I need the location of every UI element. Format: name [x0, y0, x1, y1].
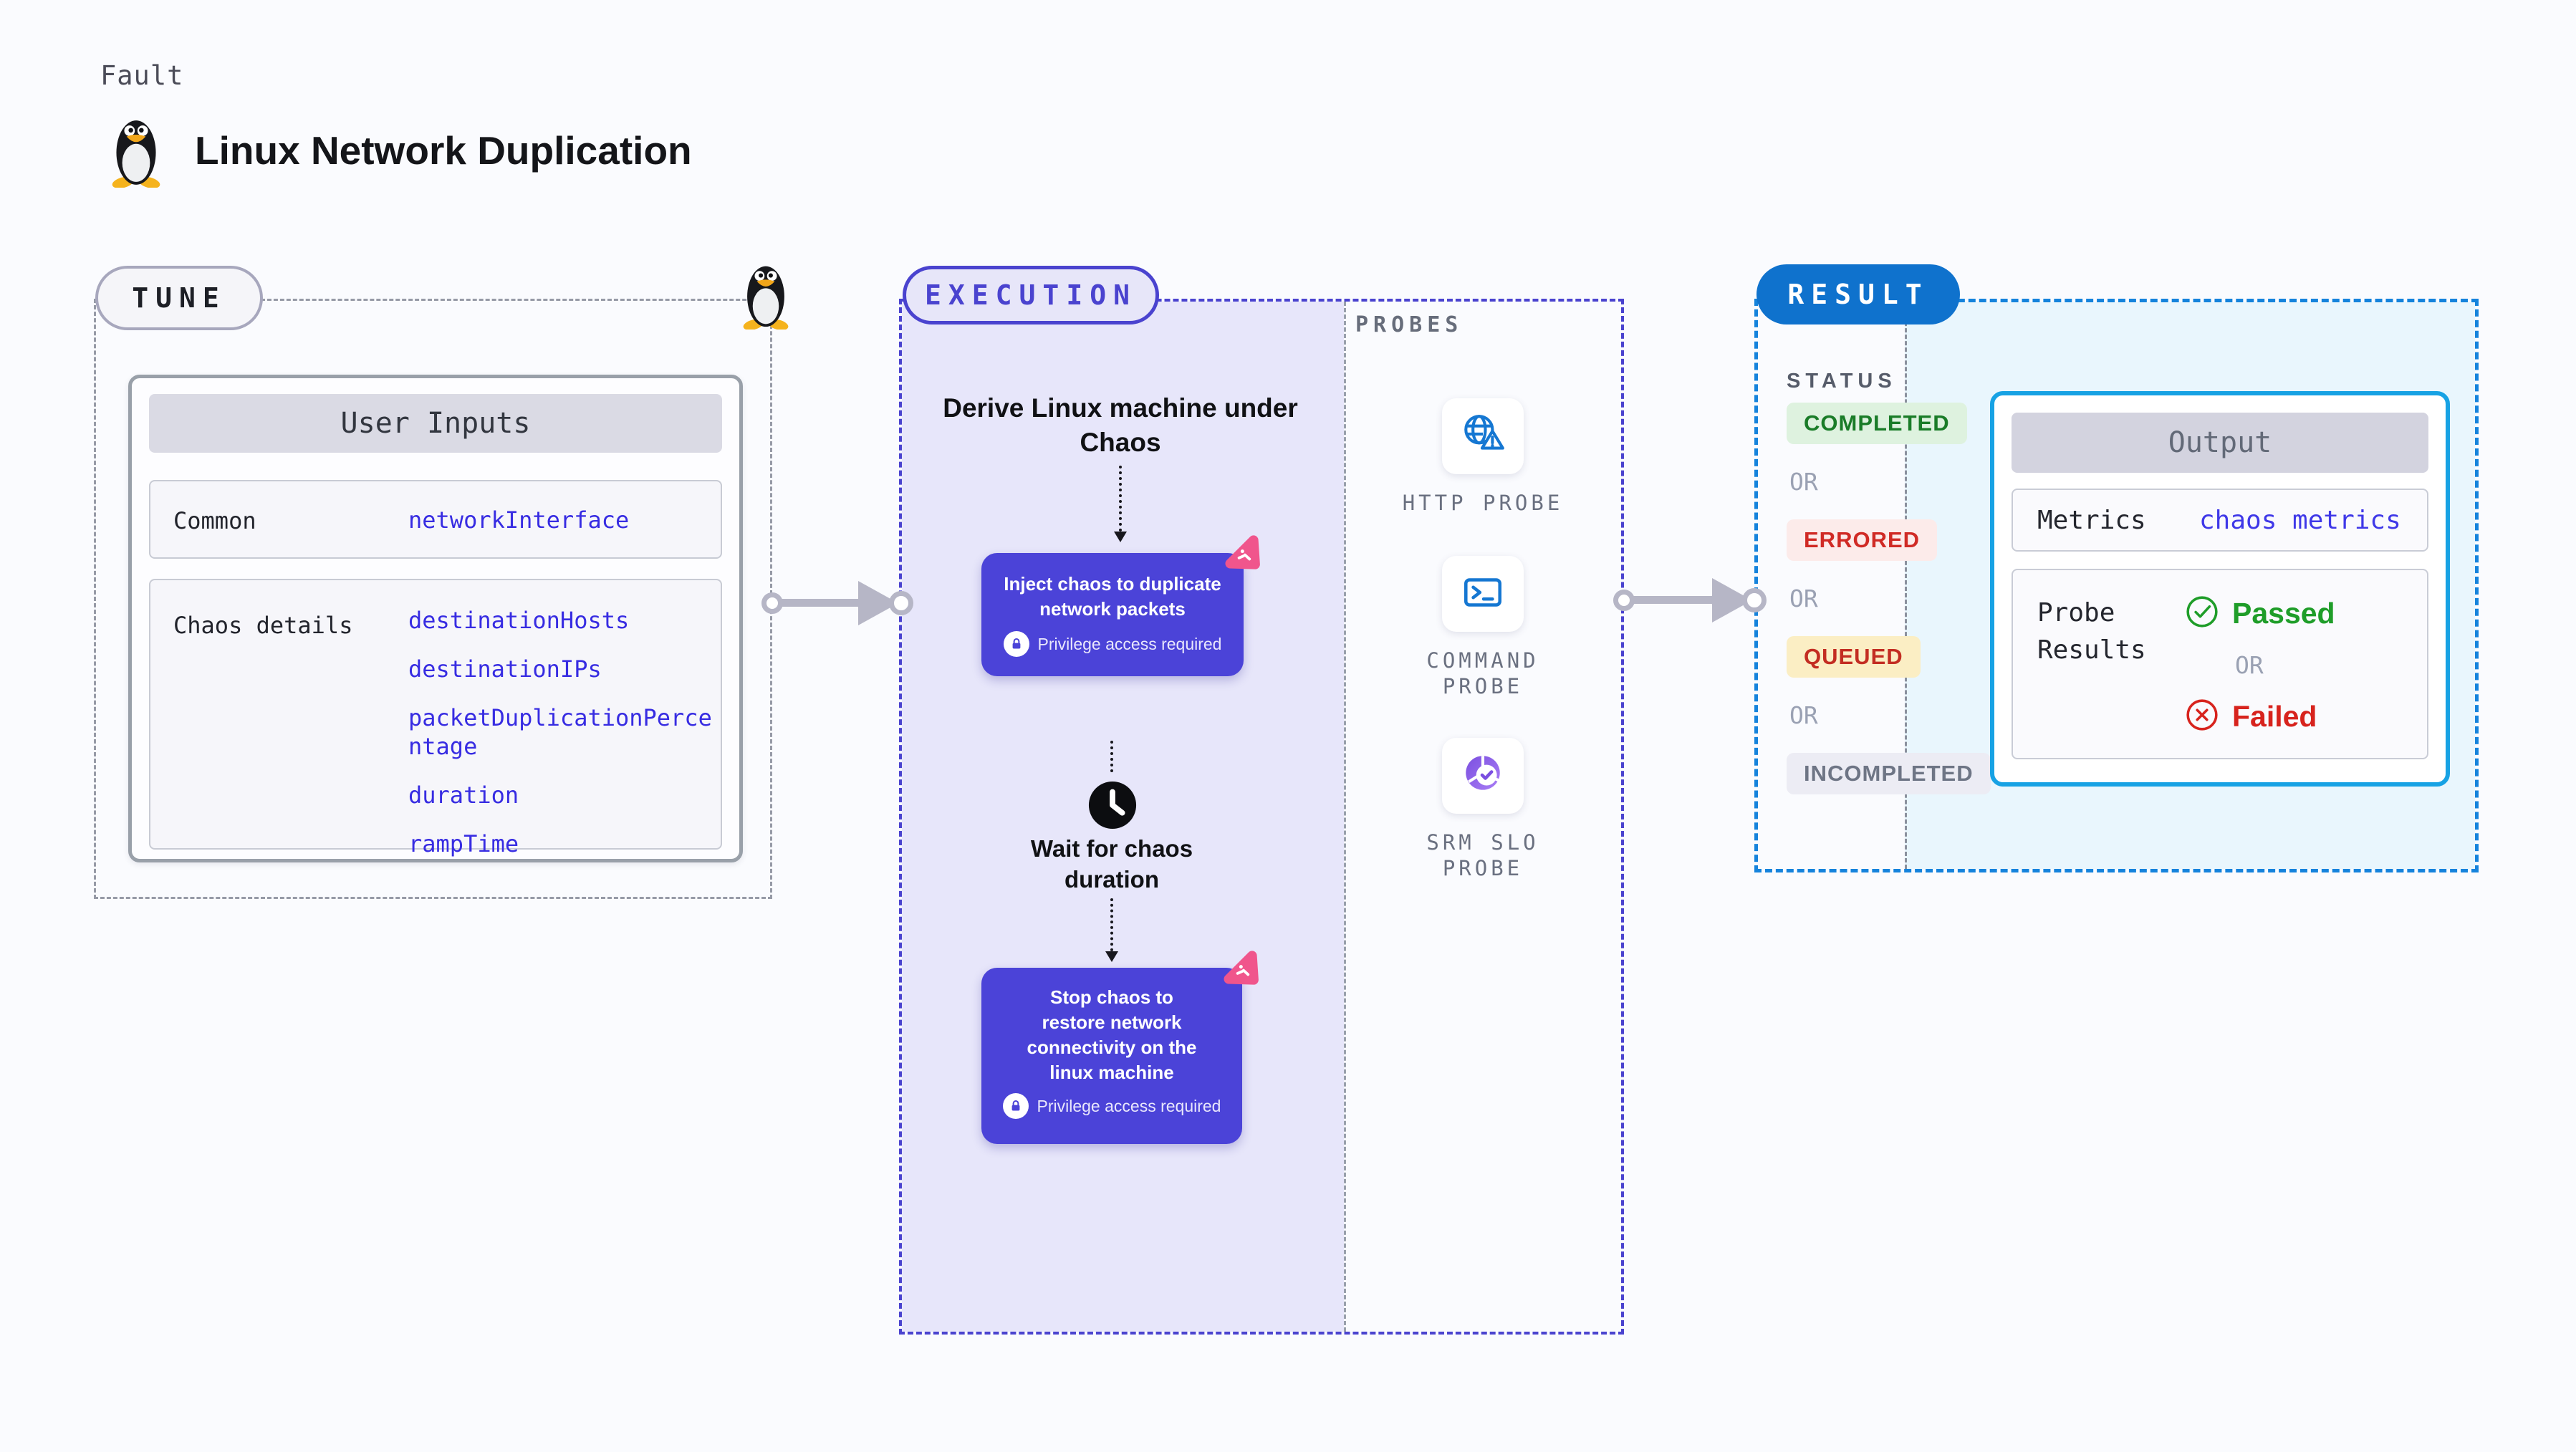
tune-penguin-icon	[738, 261, 794, 333]
or-separator: OR	[2235, 651, 2264, 679]
flow-arrowhead	[1114, 532, 1127, 542]
user-inputs-header: User Inputs	[149, 394, 722, 453]
probe-results-values: Passed OR Failed	[2185, 595, 2335, 736]
flow-arrow-down	[1110, 741, 1113, 772]
row-values: networkInterface	[408, 506, 712, 534]
execution-badge: EXECUTION	[903, 266, 1159, 324]
probe-results-row: Probe Results Passed OR	[2012, 569, 2428, 759]
or-separator: OR	[1789, 585, 1818, 612]
http-probe-icon	[1459, 411, 1506, 462]
status-section-label: STATUS	[1787, 370, 1897, 393]
wait-step-label: Wait for chaos duration	[1030, 835, 1193, 893]
metrics-row: Metrics chaos metrics	[2012, 489, 2428, 552]
or-separator: OR	[1789, 468, 1818, 496]
user-inputs-row-chaos-details: Chaos details destinationHosts destinati…	[149, 579, 722, 857]
command-probe-icon	[1459, 569, 1506, 620]
flow-arrow-down	[1119, 466, 1122, 532]
tune-badge: TUNE	[95, 266, 263, 330]
row-values: destinationHosts destinationIPs packetDu…	[408, 606, 712, 858]
passed-line: Passed	[2185, 595, 2335, 633]
command-probe-card	[1442, 556, 1524, 632]
inject-chaos-text: Inject chaos to duplicate network packet…	[1004, 573, 1221, 620]
result-divider	[1905, 302, 1907, 869]
metrics-value: chaos metrics	[2199, 505, 2401, 535]
connector-dot	[889, 591, 913, 615]
lock-icon	[1003, 631, 1029, 658]
failed-label: Failed	[2232, 700, 2317, 733]
srm-slo-probe-card	[1442, 738, 1524, 814]
linux-penguin-icon	[105, 115, 168, 191]
user-inputs-card: User Inputs Common networkInterface Chao…	[128, 375, 743, 862]
output-header: Output	[2012, 413, 2428, 473]
page-title: Linux Network Duplication	[195, 128, 692, 173]
wait-clock-icon	[1087, 780, 1138, 834]
fault-kicker: Fault	[100, 60, 184, 91]
flow-arrow-down	[1110, 898, 1113, 951]
input-value: rampTime	[408, 830, 519, 857]
input-value: destinationHosts	[408, 607, 630, 634]
privilege-text: Privilege access required	[1037, 1096, 1221, 1115]
chaos-hub-icon	[1221, 948, 1259, 991]
status-badge-completed: COMPLETED	[1787, 403, 1967, 444]
command-probe-label: COMMAND PROBE	[1426, 648, 1539, 699]
stop-chaos-step: Stop chaos to restore network connectivi…	[981, 968, 1242, 1144]
status-list: COMPLETED OR ERRORED OR QUEUED OR INCOMP…	[1787, 403, 1991, 794]
metrics-label: Metrics	[2037, 505, 2146, 535]
check-circle-icon	[2185, 595, 2219, 633]
chaos-hub-icon	[1222, 533, 1261, 575]
failed-line: Failed	[2185, 698, 2335, 736]
lock-icon	[1002, 1093, 1029, 1120]
x-circle-icon	[2185, 698, 2219, 736]
input-value: destinationIPs	[408, 655, 602, 683]
privilege-text: Privilege access required	[1037, 634, 1222, 653]
output-card: Output Metrics chaos metrics Probe Resul…	[1990, 391, 2450, 787]
status-badge-queued: QUEUED	[1787, 636, 1921, 678]
srm-slo-probe-icon	[1459, 751, 1506, 802]
flow-arrowhead	[1105, 951, 1118, 962]
http-probe-label: HTTP PROBE	[1402, 491, 1564, 515]
probe-results-label: Probe Results	[2037, 598, 2146, 665]
connector-dot	[1613, 590, 1635, 611]
http-probe-card	[1442, 398, 1524, 474]
input-value: packetDuplicationPercentage	[408, 704, 712, 760]
stop-chaos-text: Stop chaos to restore network connectivi…	[1027, 986, 1197, 1084]
passed-label: Passed	[2232, 597, 2335, 630]
input-value: networkInterface	[408, 506, 630, 534]
probes-section-label: PROBES	[1355, 312, 1464, 337]
row-label: Chaos details	[173, 612, 353, 639]
probes-divider	[1344, 302, 1346, 1332]
user-inputs-row-common: Common networkInterface	[149, 480, 722, 559]
status-badge-incompleted: INCOMPLETED	[1787, 753, 1991, 794]
inject-chaos-step: Inject chaos to duplicate network packet…	[981, 553, 1244, 676]
status-badge-errored: ERRORED	[1787, 519, 1938, 561]
privilege-pill: Privilege access required	[1003, 631, 1222, 658]
or-separator: OR	[1789, 701, 1818, 729]
privilege-pill: Privilege access required	[1002, 1093, 1221, 1120]
row-label: Common	[173, 507, 256, 534]
connector-dot	[761, 592, 783, 614]
result-badge: RESULT	[1756, 264, 1960, 324]
connector-dot	[1742, 588, 1767, 612]
srm-slo-probe-label: SRM SLO PROBE	[1426, 830, 1539, 881]
derive-step-label: Derive Linux machine under Chaos	[943, 393, 1298, 458]
input-value: duration	[408, 782, 519, 809]
